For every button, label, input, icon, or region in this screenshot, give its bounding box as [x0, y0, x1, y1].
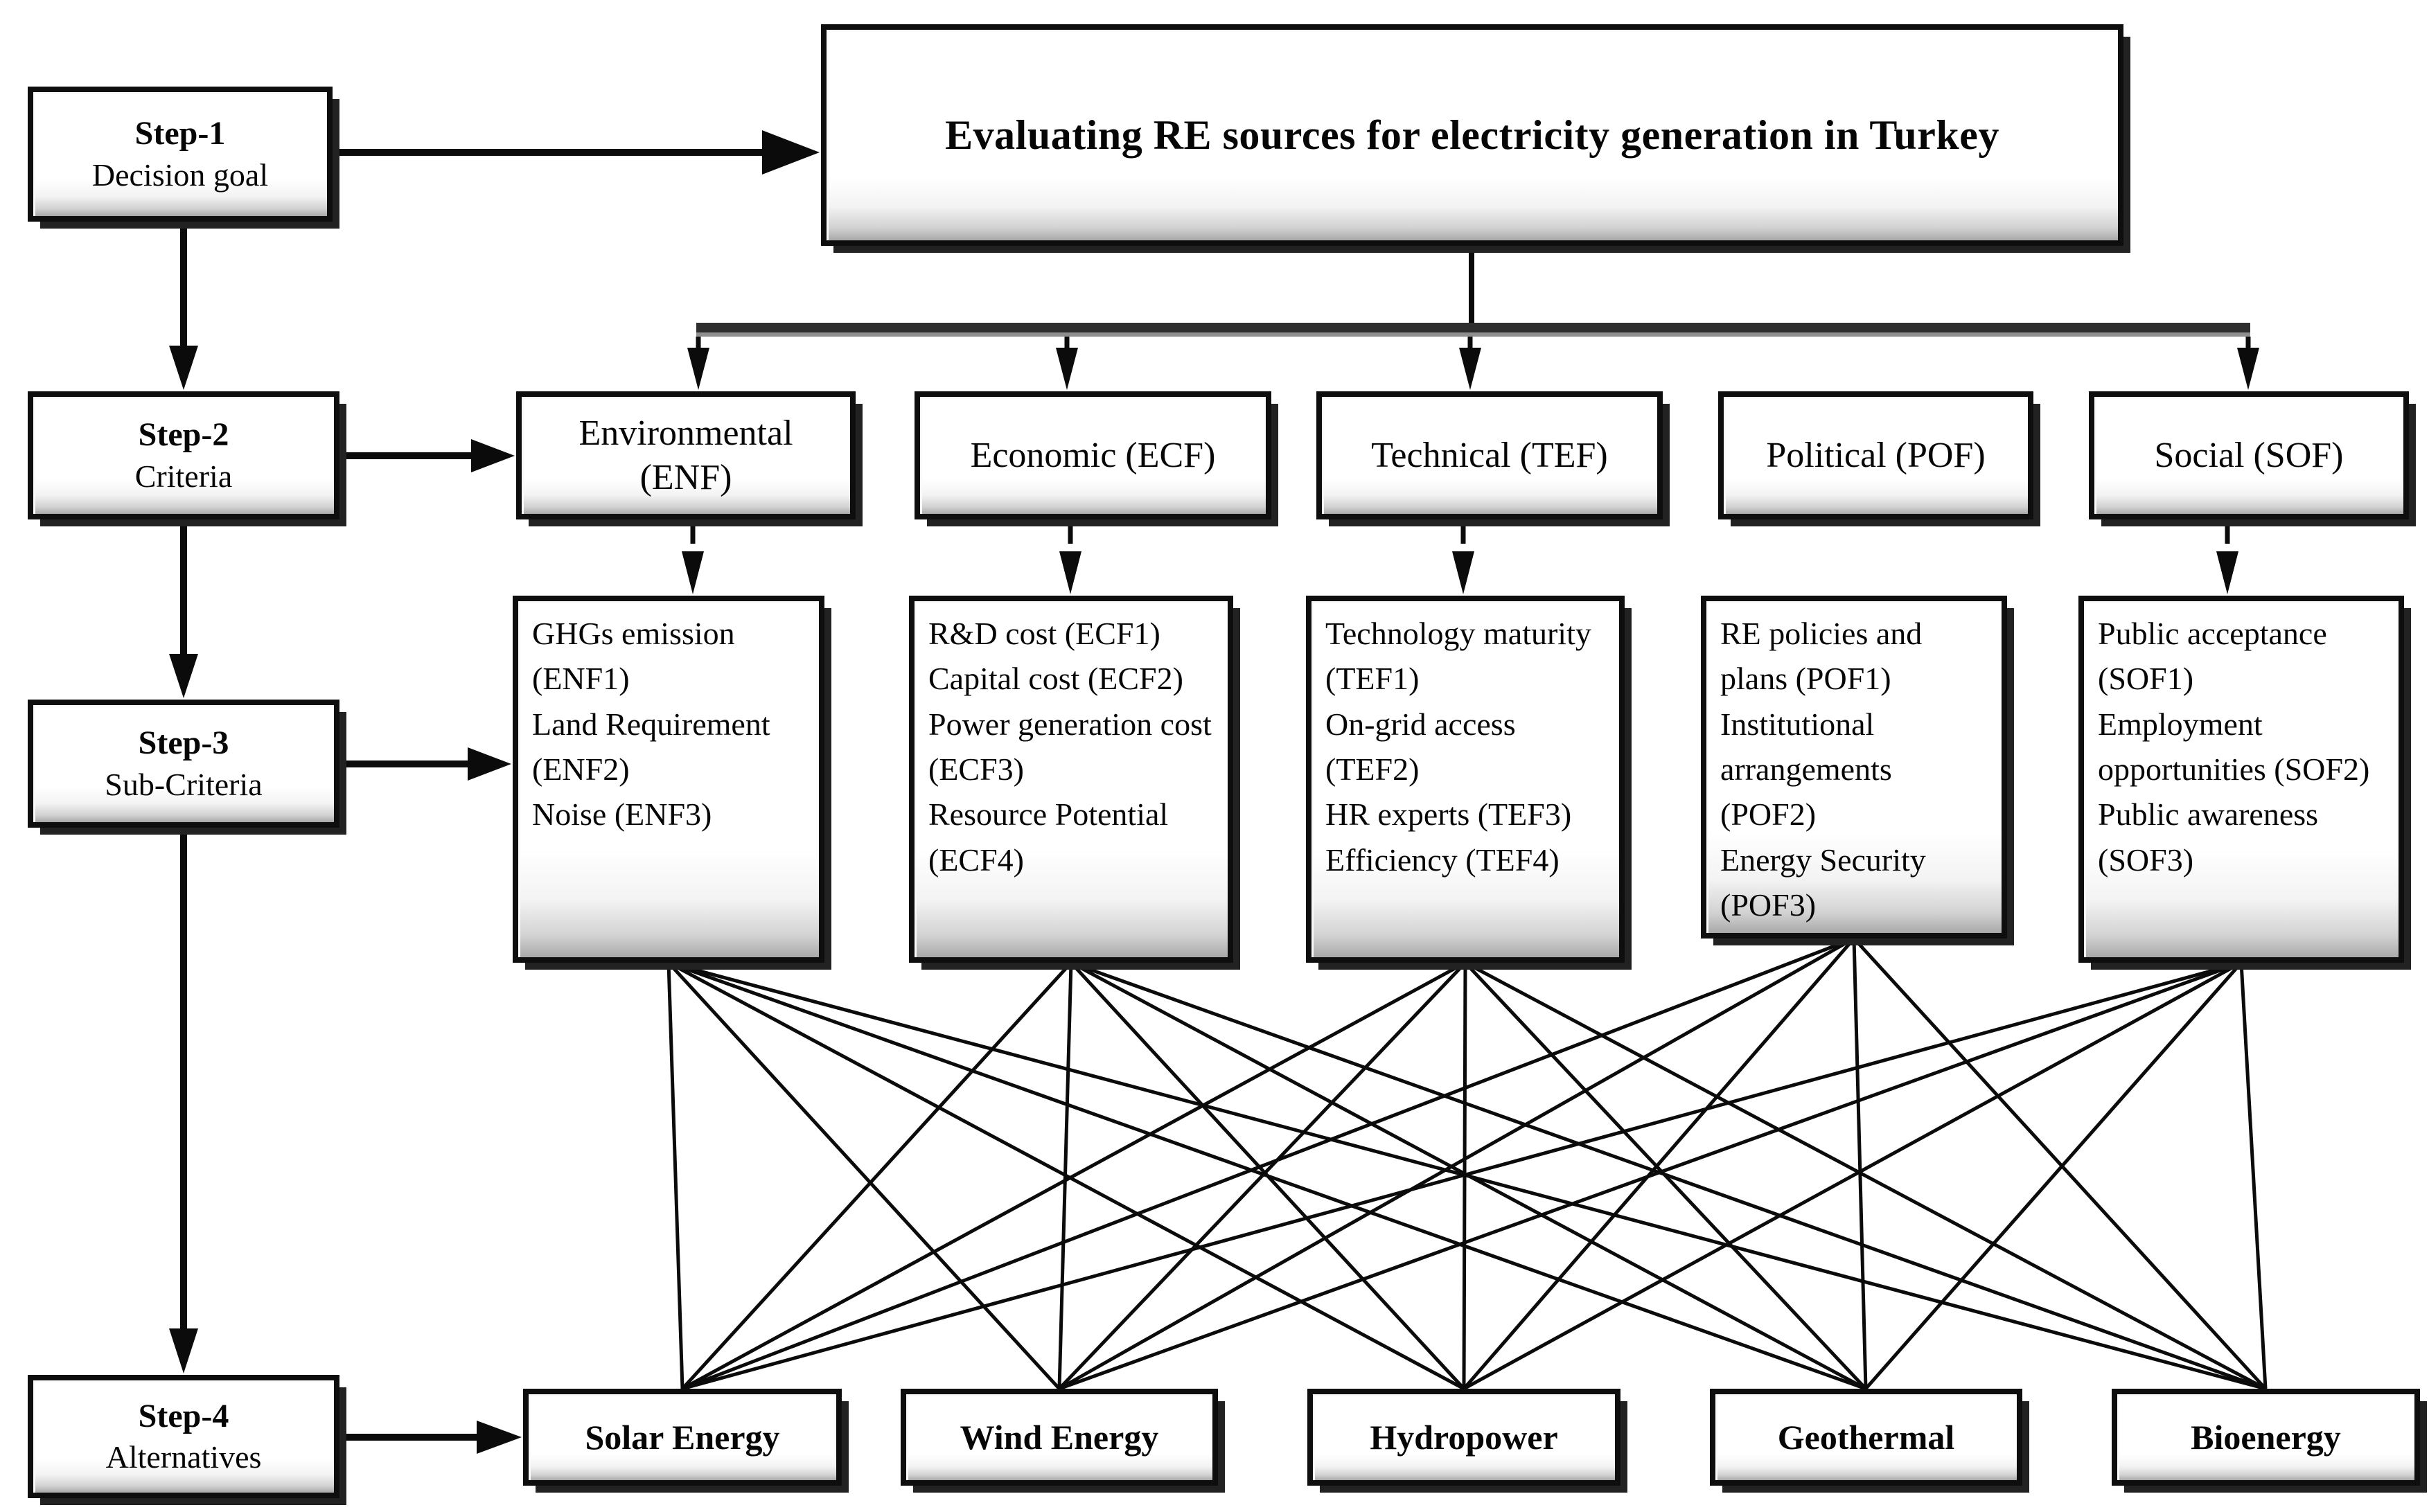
subcriteria-item: HR experts (TEF3)	[1325, 797, 1572, 833]
arrow-step3-to-enf	[339, 747, 511, 781]
alternative-geothermal-label: Geothermal	[1777, 1418, 1955, 1457]
step2-caption: Criteria	[134, 458, 233, 494]
alternative-wind-label: Wind Energy	[960, 1418, 1159, 1457]
criteria-economic-label: Economic (ECF)	[970, 435, 1216, 475]
alternative-geothermal-box: Geothermal	[1710, 1389, 2022, 1486]
criteria-political-box: Political (POF)	[1718, 391, 2033, 519]
arrow-step3-to-step4	[169, 828, 198, 1373]
subcriteria-item: Energy Security (POF3)	[1720, 842, 1926, 923]
alternative-bioenergy-box: Bioenergy	[2112, 1389, 2420, 1486]
alternative-wind-box: Wind Energy	[901, 1389, 1218, 1486]
subcriteria-alternative-web	[666, 936, 2268, 1391]
bus-arrow-technical	[1459, 337, 1481, 390]
arrow-step2-to-environmental	[339, 439, 515, 472]
criteria-social-label: Social (SOF)	[2154, 435, 2344, 475]
arrow-step1-to-step2	[169, 222, 198, 390]
criteria-economic-box: Economic (ECF)	[915, 391, 1271, 519]
subcriteria-item: On-grid access (TEF2)	[1325, 706, 1516, 787]
alternative-solar-label: Solar Energy	[585, 1418, 780, 1457]
subcriteria-item: R&D cost (ECF1)	[928, 616, 1160, 651]
subcriteria-sof-box: Public acceptance (SOF1) Employment oppo…	[2078, 596, 2404, 963]
step1-box: Step-1 Decision goal	[28, 87, 333, 222]
criteria-bus-line	[696, 323, 2250, 337]
criteria-political-label: Political (POF)	[1766, 435, 1986, 475]
goal-title: Evaluating RE sources for electricity ge…	[945, 112, 1999, 158]
step3-label: Step-3	[138, 724, 229, 762]
bus-arrow-environmental	[687, 337, 709, 390]
arrow-step4-to-solar	[339, 1421, 522, 1454]
subcriteria-item: RE policies and plans (POF1)	[1720, 616, 1923, 697]
subcriteria-item: Power generation cost (ECF3)	[928, 706, 1212, 787]
alternative-hydropower-box: Hydropower	[1307, 1389, 1620, 1486]
step4-caption: Alternatives	[105, 1439, 262, 1475]
subcriteria-item: Public awareness (SOF3)	[2098, 797, 2319, 878]
subcriteria-item: Efficiency (TEF4)	[1325, 842, 1560, 878]
subcriteria-item: Capital cost (ECF2)	[928, 661, 1183, 697]
step4-box: Step-4 Alternatives	[28, 1375, 339, 1498]
alternative-bioenergy-label: Bioenergy	[2191, 1418, 2341, 1457]
subcriteria-ecf-box: R&D cost (ECF1) Capital cost (ECF2) Powe…	[909, 596, 1233, 963]
criteria-environmental-label: Environmental (ENF)	[578, 413, 793, 497]
goal-title-box: Evaluating RE sources for electricity ge…	[821, 24, 2123, 246]
arrow-economic-to-ecf	[1059, 519, 1081, 594]
bus-arrow-social	[2237, 337, 2259, 390]
criteria-technical-box: Technical (TEF)	[1316, 391, 1663, 519]
arrow-step2-to-step3	[169, 519, 198, 698]
step3-caption: Sub-Criteria	[105, 766, 263, 802]
subcriteria-enf-box: GHGs emission (ENF1) Land Requirement (E…	[513, 596, 824, 963]
arrow-technical-to-tef	[1452, 519, 1474, 594]
step2-box: Step-2 Criteria	[28, 391, 339, 519]
subcriteria-pof-box: RE policies and plans (POF1) Institution…	[1701, 596, 2007, 939]
subcriteria-item: Technology maturity (TEF1)	[1325, 616, 1591, 697]
step1-caption: Decision goal	[91, 157, 269, 193]
subcriteria-item: Public acceptance (SOF1)	[2098, 616, 2327, 697]
subcriteria-item: Resource Potential (ECF4)	[928, 797, 1169, 878]
subcriteria-item: GHGs emission (ENF1)	[532, 616, 735, 697]
step2-label: Step-2	[138, 416, 229, 454]
subcriteria-item: Institutional arrangements (POF2)	[1720, 706, 1892, 833]
alternative-solar-box: Solar Energy	[523, 1389, 842, 1486]
subcriteria-item: Land Requirement (ENF2)	[532, 706, 770, 787]
criteria-technical-label: Technical (TEF)	[1371, 435, 1608, 475]
subcriteria-item: Employment opportunities (SOF2)	[2098, 706, 2370, 787]
arrow-environmental-to-enf	[682, 519, 704, 594]
bus-arrow-economic	[1056, 337, 1078, 390]
step4-label: Step-4	[138, 1397, 229, 1434]
criteria-social-box: Social (SOF)	[2089, 391, 2409, 519]
arrow-social-to-sof	[2216, 519, 2238, 594]
criteria-environmental-box: Environmental (ENF)	[516, 391, 856, 519]
arrow-step1-to-goal	[333, 130, 820, 175]
step3-box: Step-3 Sub-Criteria	[28, 700, 339, 828]
subcriteria-item: Noise (ENF3)	[532, 797, 712, 833]
step1-label: Step-1	[134, 115, 226, 152]
subcriteria-tef-box: Technology maturity (TEF1) On-grid acces…	[1306, 596, 1625, 963]
alternative-hydropower-label: Hydropower	[1370, 1418, 1558, 1457]
